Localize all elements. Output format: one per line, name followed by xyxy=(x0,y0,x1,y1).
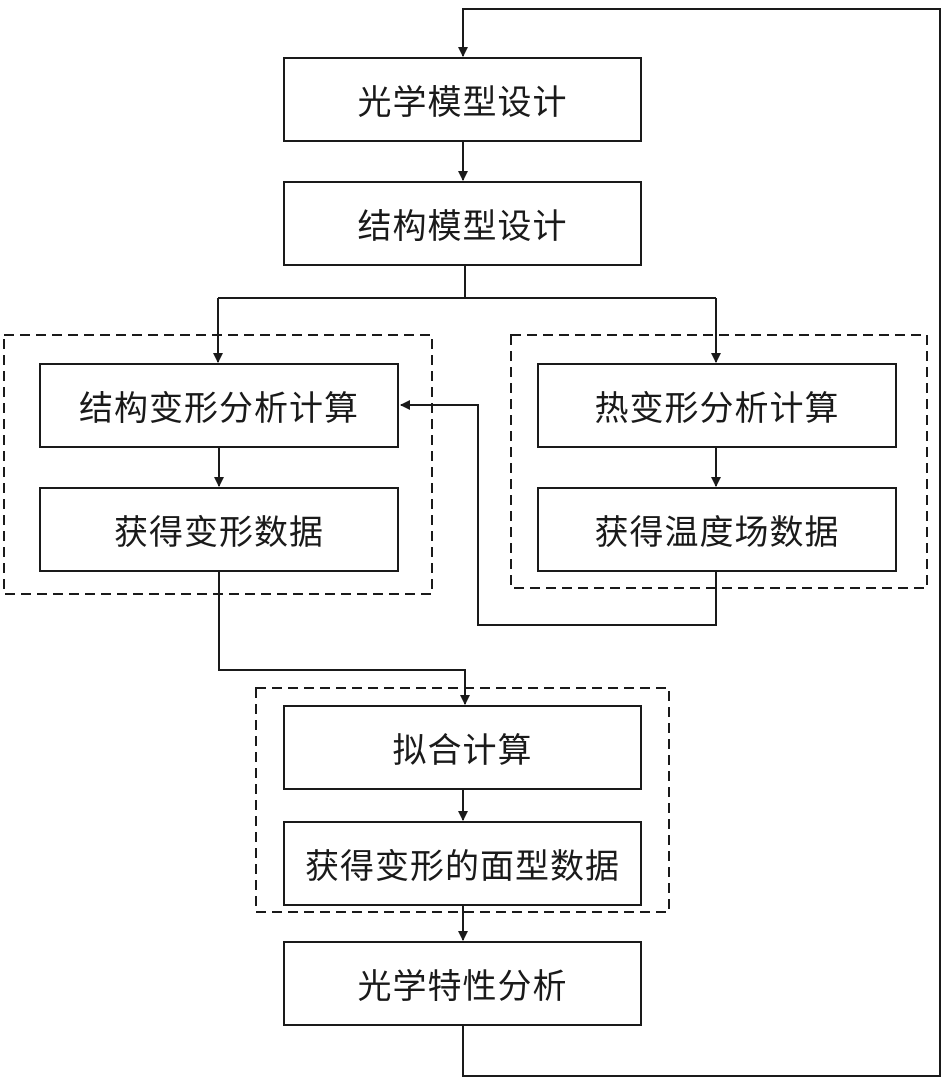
obtain-deformed-surface-data-box: 获得变形的面型数据 xyxy=(283,821,642,906)
edge-temp-feedback xyxy=(400,400,717,626)
obtain-temperature-field-data-box: 获得温度场数据 xyxy=(537,487,897,572)
obtain-deformation-data-box: 获得变形数据 xyxy=(39,487,399,572)
thermal-analysis-group xyxy=(510,334,928,589)
fitting-calculation-box: 拟合计算 xyxy=(283,705,642,790)
structural-model-design-box: 结构模型设计 xyxy=(283,181,642,266)
fitting-group xyxy=(255,687,670,913)
structural-deformation-analysis-box: 结构变形分析计算 xyxy=(39,363,399,448)
thermal-deformation-analysis-box: 热变形分析计算 xyxy=(537,363,897,448)
optical-model-design-box: 光学模型设计 xyxy=(283,57,642,142)
edge-loop-back xyxy=(458,8,941,1077)
edge-deform-to-fitting xyxy=(218,572,470,705)
optical-performance-analysis-box: 光学特性分析 xyxy=(283,941,642,1026)
